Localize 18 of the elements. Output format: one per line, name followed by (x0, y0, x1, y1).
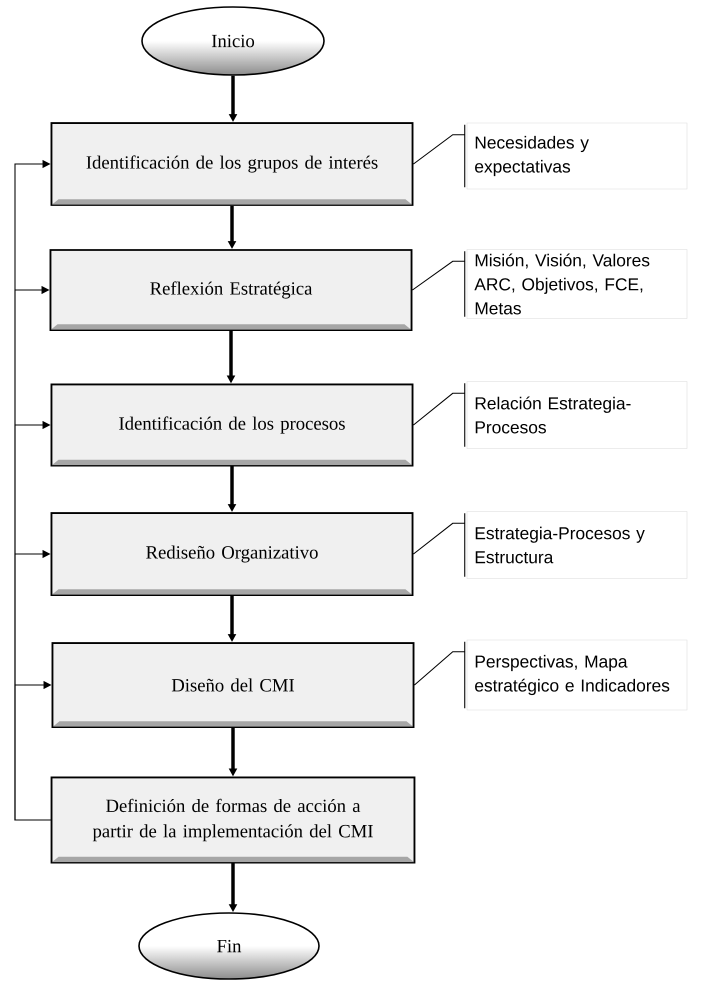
note-box: Misión, Visión, Valores ARC, Objetivos, FCE, Metas (466, 249, 688, 319)
leader-line (412, 382, 466, 448)
process-box: Identificación de los grupos de interés (50, 122, 414, 206)
leader-line (412, 512, 466, 578)
process-box: Rediseño Organizativo (50, 512, 414, 596)
process-box: Reflexión Estratégica (50, 249, 412, 331)
note-box: Necesidades y expectativas (466, 122, 688, 190)
leader-line (412, 124, 466, 188)
leader-line (414, 641, 466, 709)
note-box: Estrategia-Procesos y Estructura (466, 511, 688, 579)
note-box: Relación Estrategia-Procesos (466, 381, 688, 449)
process-box: Diseño del CMI (52, 642, 414, 728)
terminal-oval: Fin (138, 912, 320, 980)
process-box: Identificación de los procesos (50, 384, 414, 466)
note-box: Perspectivas, Mapa estratégico e Indicadores (466, 640, 688, 710)
terminal-oval: Inicio (141, 6, 325, 76)
process-box: Definición de formas de acción a partir de la implementación del CMI (50, 776, 416, 864)
leader-line (412, 250, 466, 318)
